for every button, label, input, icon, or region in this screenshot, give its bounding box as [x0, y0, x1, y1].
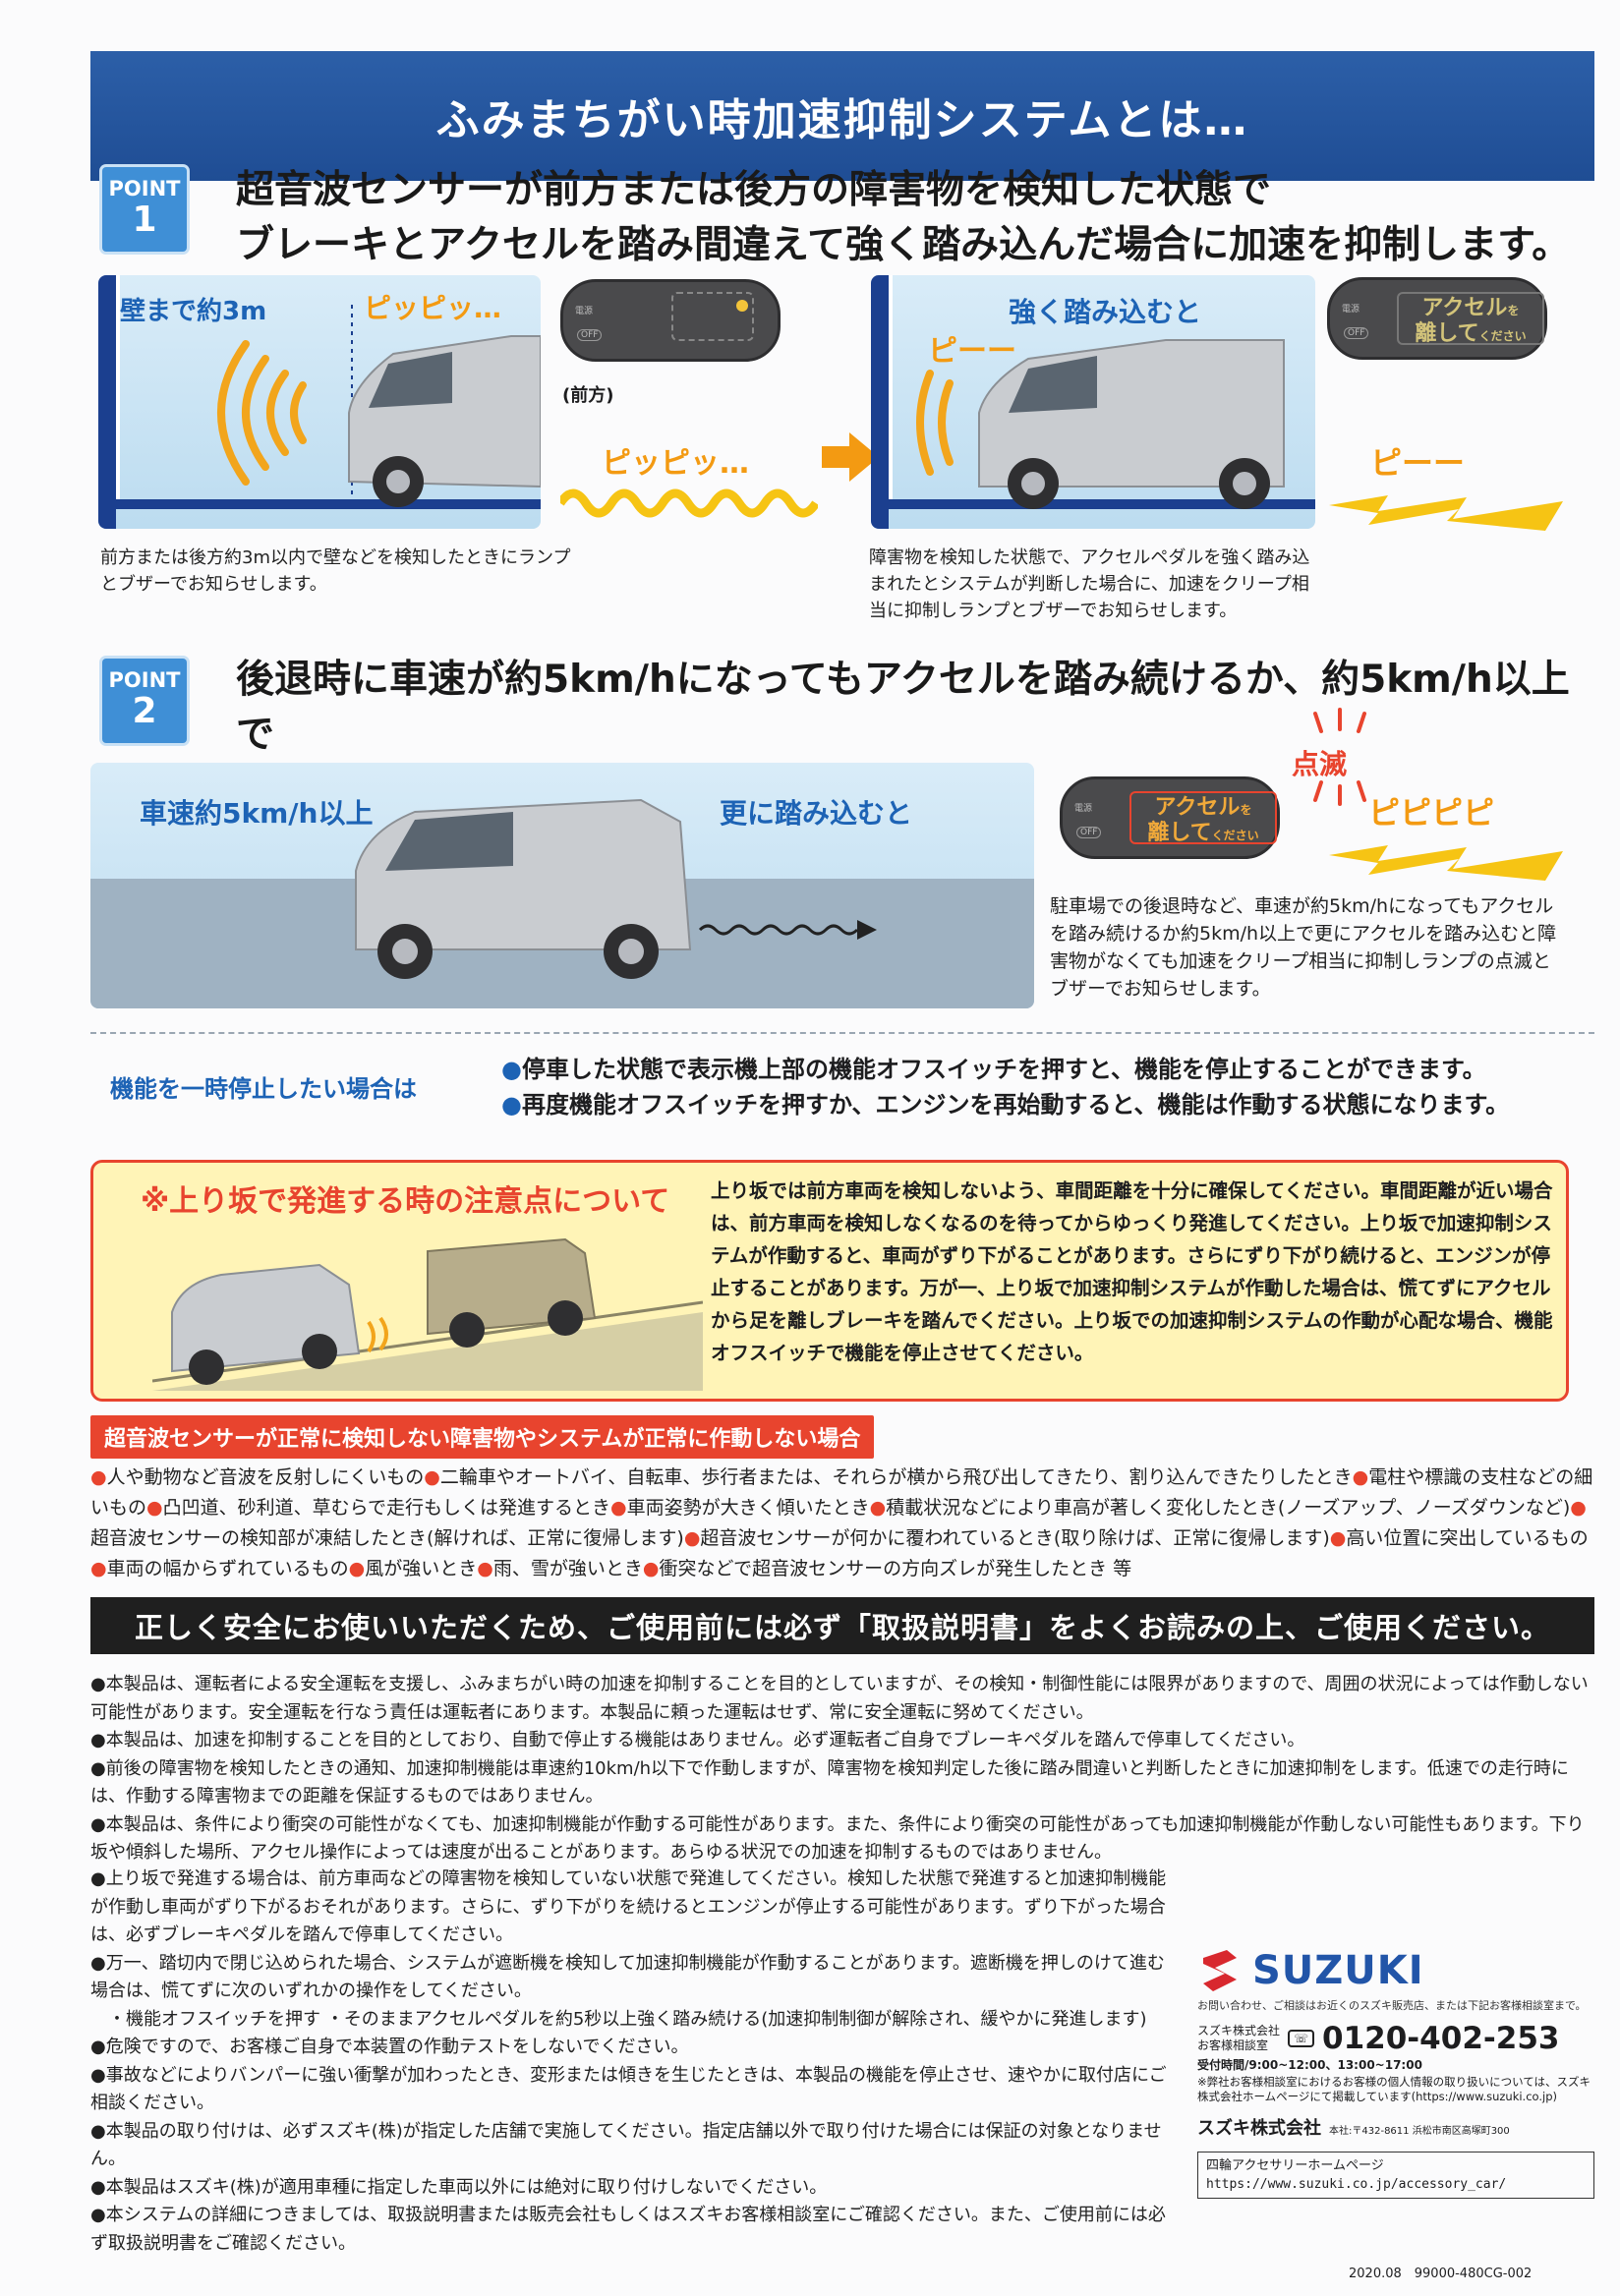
- corp-name: スズキ株式会社: [1197, 2118, 1321, 2139]
- buzzer-zigzag-icon: [1329, 495, 1563, 531]
- web-url[interactable]: https://www.suzuki.co.jp/accessory_car/: [1206, 2177, 1507, 2192]
- sound-wave-icon: [560, 488, 818, 518]
- suzuki-s-logo-icon: [1203, 1950, 1237, 1991]
- phone-number[interactable]: 0120-402-253: [1322, 2021, 1560, 2056]
- speed-label: 車速約5km/h以上: [140, 797, 374, 830]
- uphill-caution-box: ※上り坂で発進する時の注意点について 上り坂では前方車両を検知しないよう、車間距…: [90, 1160, 1569, 1402]
- support-desk: お客様相談室: [1197, 2038, 1269, 2052]
- disclaimer-item: ●本製品は、条件により衝突の可能性がなくても、加速抑制機能が作動する可能性があり…: [90, 1813, 1585, 1864]
- disclaimer-item: ●事故などによりバンパーに強い衝撃が加わったとき、変形または傾きを生じたときは、…: [90, 2064, 1167, 2114]
- arrow-right-icon: [822, 432, 879, 482]
- car-wall-illustration: [98, 275, 541, 529]
- car-wall-illustration-2: [871, 275, 1315, 529]
- indicator-device-front: 電源 OFF: [560, 279, 781, 362]
- company-name: スズキ株式会社: [1197, 2024, 1281, 2038]
- caution-title: ※上り坂で発進する時の注意点について: [141, 1184, 670, 1219]
- blink-rays-icon: [1313, 708, 1366, 806]
- not-detect-title: 超音波センサーが正常に検知しない障害物やシステムが正常に作動しない場合: [90, 1415, 875, 1459]
- disclaimer-item: ●本製品は、加速を抑制することを目的としており、自動で停止する機能はありません。…: [90, 1730, 1305, 1751]
- press-more-label: 更に踏み込むと: [720, 797, 913, 830]
- point-badge-number: 1: [132, 200, 157, 240]
- disclaimer-item: ●危険ですので、お客様ご自身で本装置の作動テストをしないでください。: [90, 2037, 689, 2057]
- usage-notice-bar: 正しく安全にお使いいただくため、ご使用前には必ず「取扱説明書」をよくお読みの上、…: [90, 1597, 1594, 1654]
- point-badge-label: POINT: [108, 668, 181, 692]
- caution-body: 上り坂では前方車両を検知しないよう、車間距離を十分に確保してください。車間距離が…: [711, 1179, 1553, 1364]
- disclaimer-item: ●万一、踏切内で閉じ込められた場合、システムが遮断機を検知して加速抑制機能が作動…: [90, 1952, 1165, 2002]
- point-1-heading-line1: 超音波センサーが前方または後方の障害物を検知した状態で: [236, 168, 1272, 212]
- point-badge-label: POINT: [108, 177, 181, 201]
- warning-display-blinking: アクセルを 離してください: [1129, 791, 1277, 845]
- point-2-caption: 駐車場での後退時など、車速が約5km/hになってもアクセルを踏み続けるか約5km…: [1050, 895, 1557, 1000]
- power-label: 電源: [1342, 305, 1360, 315]
- lamp-icon: [736, 300, 748, 312]
- disclaimer-item: ●本システムの詳細につきましては、取扱説明書または販売会社もしくはスズキお客様相…: [90, 2205, 1166, 2254]
- disclaimer-list-narrow: ●上り坂で発進する場合は、前方車両などの障害物を検知していない状態で発進してくだ…: [90, 1866, 1172, 2258]
- off-switch-label: OFF: [1076, 827, 1102, 838]
- stop-function-list: ●停車した状態で表示機上部の機能オフスイッチを押すと、機能を停止することができま…: [501, 1052, 1592, 1122]
- point-2-heading-line1: 後退時に車速が約5km/hになってもアクセルを踏み続けるか、約5km/h以上で: [236, 658, 1570, 757]
- disclaimer-item: ●本製品はスズキ(株)が適用車種に指定した車両以外には絶対に取り付けしないでくだ…: [90, 2176, 828, 2198]
- reversing-car-illustration: [90, 798, 1034, 1008]
- not-detect-list: ●人や動物など音波を反射しにくいもの●二輪車やオートバイ、自転車、歩行者または、…: [90, 1466, 1593, 1579]
- stop-item: ●停車した状態で表示機上部の機能オフスイッチを押すと、機能を停止することができま…: [501, 1056, 1486, 1083]
- off-switch-label: OFF: [1344, 327, 1369, 339]
- point-2-badge: POINT 2: [102, 659, 187, 743]
- point-1-caption-left: 前方または後方約3m以内で壁などを検知したときにランプとブザーでお知らせします。: [100, 547, 571, 595]
- point-badge-number: 2: [132, 691, 157, 731]
- web-link-box: 四輪アクセサリーホームページ https://www.suzuki.co.jp/…: [1197, 2152, 1594, 2199]
- power-label: 電源: [575, 307, 594, 316]
- off-switch-label: OFF: [577, 329, 603, 341]
- disclaimer-subitem: ・機能オフスイッチを押す ・そのままアクセルペダルを約5秒以上強く踏み続ける(加…: [108, 2008, 1147, 2030]
- contact-block: SUZUKI お問い合わせ、ご相談はお近くのスズキ販売店、または下記お客様相談室…: [1197, 1948, 1594, 2199]
- contact-note: お問い合わせ、ご相談はお近くのスズキ販売店、または下記お客様相談室まで。: [1197, 1999, 1587, 2012]
- disclaimer-item: ●上り坂で発進する場合は、前方車両などの障害物を検知していない状態で発進してくだ…: [90, 1868, 1167, 1945]
- uphill-cars-illustration: [152, 1237, 703, 1391]
- brand-logo: SUZUKI: [1252, 1948, 1424, 1993]
- beep-label: ピピピピ: [1368, 794, 1495, 832]
- disclaimer-item: ●前後の障害物を検知したときの通知、加速抑制機能は車速約10km/h以下で作動し…: [90, 1757, 1569, 1808]
- distance-label: 壁まで約3m: [120, 297, 267, 326]
- press-label: 強く踏み込むと: [1009, 296, 1202, 328]
- footer-code: 2020.08 99000-480CG-002: [1349, 2267, 1533, 2281]
- point-1-caption-right: 障害物を検知した状態で、アクセルペダルを強く踏み込まれたとシステムが判断した場合…: [869, 547, 1310, 621]
- point-1-illustration-right: 強く踏み込むと ピーー: [871, 275, 1315, 529]
- sound-label-2: ピーー: [928, 334, 1016, 369]
- web-label: 四輪アクセサリーホームページ: [1206, 2158, 1384, 2173]
- corp-address: 本社:〒432-8611 浜松市南区高塚町300: [1329, 2126, 1510, 2137]
- stop-item: ●再度機能オフスイッチを押すか、エンジンを再始動すると、機能は作動する状態になり…: [501, 1091, 1510, 1119]
- point-2-illustration: 車速約5km/h以上 更に踏み込むと: [90, 763, 1034, 1008]
- wave-label: ピッピッ…: [602, 446, 749, 481]
- indicator-device-blinking: 電源 OFF アクセルを 離してください: [1060, 776, 1280, 859]
- divider: [90, 1032, 1594, 1034]
- stop-function-label: 機能を一時停止したい場合は: [110, 1075, 417, 1103]
- point-1-illustration-left: 壁まで約3m ピッピッ…: [98, 275, 541, 529]
- warning-display: アクセルを 離してください: [1397, 292, 1544, 346]
- device-caption: (前方): [562, 385, 614, 406]
- privacy-note: ※弊社お客様相談室におけるお客様の個人情報の取り扱いについては、スズキ株式会社ホ…: [1197, 2075, 1591, 2103]
- indicator-device-warning: 電源 OFF アクセルを 離してください: [1327, 277, 1547, 360]
- point-1-heading: 超音波センサーが前方または後方の障害物を検知した状態で ブレーキとアクセルを踏み…: [236, 163, 1592, 273]
- hours: 受付時間/9:00~12:00、13:00~17:00: [1197, 2058, 1422, 2072]
- page-title: ふみまちがい時加速抑制システムとは…: [90, 51, 1594, 181]
- blink-label: 点滅: [1292, 748, 1348, 780]
- power-label: 電源: [1074, 804, 1093, 814]
- disclaimer-item: ●本製品の取り付けは、必ずスズキ(株)が指定した店舗で実施してください。指定店舗…: [90, 2120, 1162, 2170]
- disclaimer-item: ●本製品は、運転者による安全運転を支援し、ふみまちがい時の加速を抑制することを目…: [90, 1674, 1589, 1723]
- point-1-heading-line2: ブレーキとアクセルを踏み間違えて強く踏み込んだ場合に加速を抑制します。: [236, 223, 1571, 267]
- disclaimer-list-full: ●本製品は、運転者による安全運転を支援し、ふみまちがい時の加速を抑制することを目…: [90, 1671, 1594, 1867]
- buzzer-zigzag-icon-2: [1329, 845, 1563, 881]
- freedial-icon: ☏: [1288, 2030, 1315, 2047]
- wave-label-2: ピーー: [1370, 444, 1466, 482]
- point-1-badge: POINT 1: [102, 167, 187, 252]
- sound-label: ピッピッ…: [364, 292, 502, 324]
